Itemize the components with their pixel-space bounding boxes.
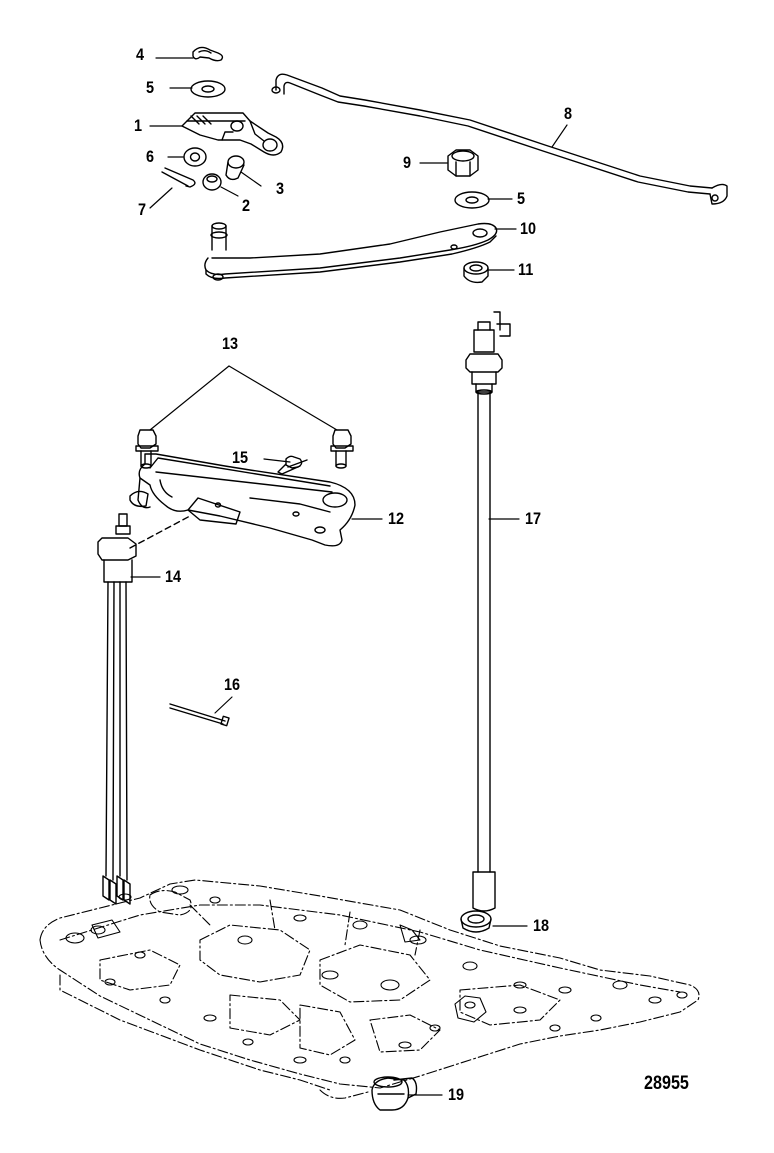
callout-19: 19 bbox=[448, 1085, 465, 1104]
callout-1: 1 bbox=[134, 116, 143, 135]
callout-12: 12 bbox=[388, 509, 405, 528]
callout-3: 3 bbox=[276, 179, 285, 198]
assembly-dash-line bbox=[129, 515, 191, 549]
pin-15 bbox=[277, 455, 308, 475]
valve-body-bosses bbox=[65, 885, 688, 1064]
bolt-13-left bbox=[135, 429, 159, 469]
callout-8: 8 bbox=[564, 104, 573, 123]
washer-5-upper bbox=[190, 80, 226, 98]
clip-4 bbox=[192, 46, 224, 62]
bracket-12 bbox=[129, 453, 356, 547]
cotter-pin-7 bbox=[161, 167, 196, 188]
callout-15: 15 bbox=[232, 448, 249, 467]
switch-14 bbox=[97, 513, 137, 905]
shift-rod-8 bbox=[271, 73, 728, 205]
nut-9 bbox=[447, 149, 479, 177]
callout-4: 4 bbox=[136, 45, 145, 64]
shift-shaft-17 bbox=[465, 311, 511, 912]
leader-lines bbox=[130, 57, 568, 1096]
washer-6 bbox=[183, 147, 207, 167]
callout-7: 7 bbox=[138, 200, 147, 219]
callout-11: 11 bbox=[518, 260, 534, 279]
washer-5-lower bbox=[454, 191, 490, 209]
valve-body-housing bbox=[39, 879, 700, 1099]
callout-10: 10 bbox=[520, 219, 537, 238]
bushing-11 bbox=[463, 261, 489, 284]
cable-tie-16 bbox=[169, 703, 230, 727]
callout-9: 9 bbox=[403, 153, 412, 172]
ball-joint-2 bbox=[202, 173, 222, 191]
callout-5-upper: 5 bbox=[146, 78, 155, 97]
linkage-1 bbox=[181, 112, 284, 156]
callout-13: 13 bbox=[222, 334, 239, 353]
plug-19 bbox=[371, 1076, 418, 1111]
bushing-3 bbox=[225, 155, 245, 181]
callout-14: 14 bbox=[165, 567, 182, 586]
callout-18: 18 bbox=[533, 916, 550, 935]
bolt-13-right bbox=[330, 429, 354, 469]
callout-2: 2 bbox=[242, 196, 251, 215]
lever-arm-10 bbox=[204, 222, 498, 281]
grommet-18 bbox=[460, 910, 492, 933]
reference-number: 28955 bbox=[644, 1073, 689, 1094]
callout-6: 6 bbox=[146, 147, 155, 166]
callout-17: 17 bbox=[525, 509, 542, 528]
callout-5-lower: 5 bbox=[517, 189, 526, 208]
callout-16: 16 bbox=[224, 675, 241, 694]
